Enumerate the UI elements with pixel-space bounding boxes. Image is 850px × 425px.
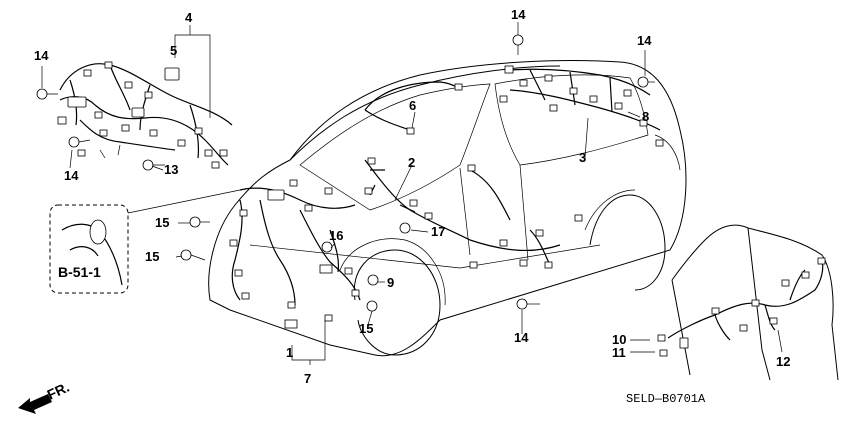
- callout-11: 11: [612, 345, 626, 360]
- door-harness-illustration: [657, 224, 839, 381]
- callout-1: 1: [286, 345, 293, 360]
- harness-3-illustration: [499, 34, 664, 147]
- callout-6: 6: [409, 98, 416, 113]
- harness-4-illustration: [36, 61, 233, 171]
- front-direction-indicator: FR.: [18, 379, 72, 414]
- harness-6-illustration: [364, 81, 463, 135]
- callout-14b: 14: [64, 168, 79, 183]
- front-arrow-icon: [18, 394, 52, 414]
- callout-15b: 15: [145, 249, 159, 264]
- callout-15a: 15: [155, 215, 169, 230]
- callout-14a: 14: [34, 48, 49, 63]
- callout-16: 16: [329, 228, 343, 243]
- callout-13: 13: [164, 162, 178, 177]
- callout-14c: 14: [511, 7, 526, 22]
- harness-2-illustration: [364, 157, 583, 269]
- callout-10: 10: [612, 332, 626, 347]
- inset-b51-1: [49, 189, 241, 294]
- callout-14d: 14: [637, 33, 652, 48]
- harness-1-illustration: [180, 179, 540, 329]
- inset-label: B-51-1: [58, 264, 101, 280]
- callout-15c: 15: [359, 321, 373, 336]
- diagram-code: SELD—B0701A: [626, 392, 706, 406]
- callout-14e: 14: [514, 330, 529, 345]
- callout-7: 7: [304, 371, 311, 386]
- callout-4: 4: [185, 10, 193, 25]
- callout-2: 2: [408, 155, 415, 170]
- callout-12: 12: [776, 354, 790, 369]
- callout-17: 17: [431, 224, 445, 239]
- direction-label: FR.: [45, 379, 72, 403]
- callout-8: 8: [642, 109, 649, 124]
- car-body-outline: [208, 60, 687, 357]
- callout-5: 5: [170, 43, 177, 58]
- callout-3: 3: [579, 150, 586, 165]
- callout-9: 9: [387, 275, 394, 290]
- callout-labels: 4 5 14 14 13 14 14 6 8 3 2 15 15 16 17 9…: [34, 7, 790, 406]
- leader-lines: [41, 22, 783, 365]
